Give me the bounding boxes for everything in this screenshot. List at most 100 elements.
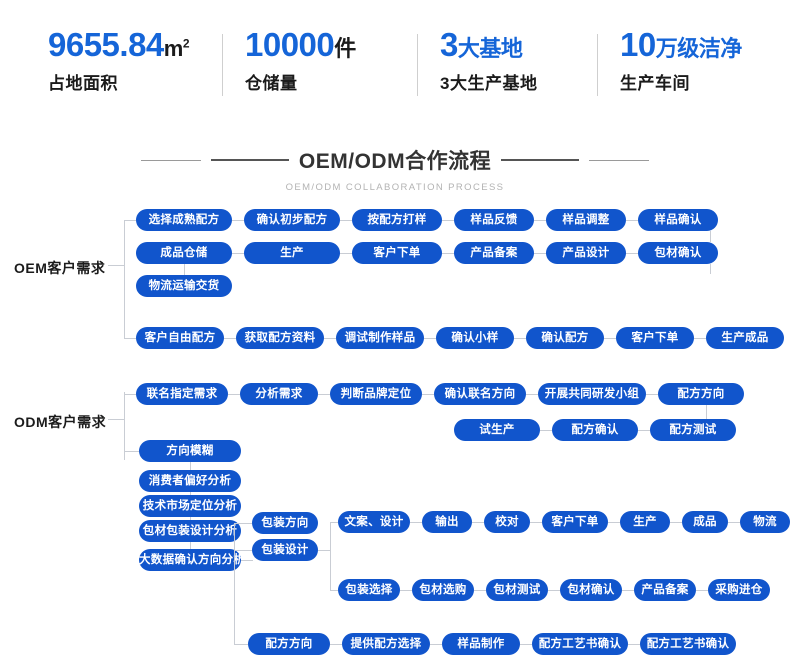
odm-material-node-5[interactable]: 采购进仓 [708, 579, 770, 601]
odm-pack-node-link-4 [670, 522, 682, 523]
odm-row1-node-3[interactable]: 确认联名方向 [434, 383, 526, 405]
odm-material-node-link-3 [622, 590, 634, 591]
stat-divider-1 [417, 34, 418, 96]
odm-material-node-2[interactable]: 包材测试 [486, 579, 548, 601]
odm-material-node-4[interactable]: 产品备案 [634, 579, 696, 601]
oem-row4-node-0[interactable]: 客户自由配方 [136, 327, 224, 349]
odm-row1-node-0[interactable]: 联名指定需求 [136, 383, 228, 405]
odm-label-stub [108, 419, 124, 420]
odm-material-node-3[interactable]: 包材确认 [560, 579, 622, 601]
odm-row1-node-1[interactable]: 分析需求 [240, 383, 318, 405]
odm-row1-stub [124, 394, 136, 395]
stat-unit-1: 件 [334, 36, 356, 61]
odm-formula-node-2[interactable]: 样品制作 [442, 633, 520, 655]
odm-pack-node-1[interactable]: 输出 [422, 511, 472, 533]
stat-superscript-0: 2 [182, 36, 190, 51]
title-rule-right-thin [589, 159, 650, 161]
odm-material-node-link-4 [696, 590, 708, 591]
stat-value-2: 3大基地 [440, 28, 537, 61]
oem-row4-node-link-2 [424, 338, 436, 339]
odm-mid-node-1[interactable]: 包装设计 [252, 539, 318, 561]
odm-row2-link-1 [638, 430, 650, 431]
oem-row2-node-2[interactable]: 客户下单 [352, 242, 442, 264]
oem-row2-node-5[interactable]: 包材确认 [638, 242, 718, 264]
oem-row4-node-1[interactable]: 获取配方资料 [236, 327, 324, 349]
odm-material-node-link-2 [548, 590, 560, 591]
odm-row2-node-0[interactable]: 试生产 [454, 419, 540, 441]
stat-caption-0: 占地面积 [48, 74, 118, 93]
oem-row1-node-2[interactable]: 按配方打样 [352, 209, 442, 231]
odm-row1-node-link-3 [526, 394, 538, 395]
oem-row2-node-4[interactable]: 产品设计 [546, 242, 626, 264]
oem-row1-node-link-2 [442, 220, 454, 221]
oem-r2-r3-link [184, 264, 185, 275]
oem-row4-node-3[interactable]: 确认小样 [436, 327, 514, 349]
oem-row4-node-4[interactable]: 确认配方 [526, 327, 604, 349]
oem-row1-node-4[interactable]: 样品调整 [546, 209, 626, 231]
oem-row1-node-0[interactable]: 选择成熟配方 [136, 209, 232, 231]
odm-pack-node-0[interactable]: 文案、设计 [338, 511, 410, 533]
odm-formula-link [706, 405, 707, 419]
odm-row2-link-0 [540, 430, 552, 431]
odm-mid-node-0[interactable]: 包装方向 [252, 512, 318, 534]
odm-row2-node-1[interactable]: 配方确认 [552, 419, 638, 441]
odm-formula-node-link-3 [628, 644, 640, 645]
odm-stack-node-4[interactable]: 大数据确认方向分析 [139, 549, 245, 571]
oem-row1-node-5[interactable]: 样品确认 [638, 209, 718, 231]
odm-material-node-0[interactable]: 包装选择 [338, 579, 400, 601]
odm-mid-stub-0 [234, 523, 252, 524]
title-rule-left-thin [140, 159, 201, 161]
oem-row4-node-6[interactable]: 生产成品 [706, 327, 784, 349]
odm-pack-node-4[interactable]: 生产 [620, 511, 670, 533]
stat-unit-3: 万级洁净 [655, 36, 743, 61]
oem-row1-node-link-0 [232, 220, 244, 221]
title-rule-right [501, 159, 580, 161]
odm-stack-node-3[interactable]: 包材包装设计分析 [139, 520, 241, 542]
odm-row1-node-link-4 [646, 394, 658, 395]
odm-material-node-1[interactable]: 包材选购 [412, 579, 474, 601]
odm-pack-node-3[interactable]: 客户下单 [542, 511, 608, 533]
stat-caption-2: 3大生产基地 [440, 74, 538, 93]
odm-stack-link-2 [190, 517, 191, 520]
odm-row1-node-5[interactable]: 配方方向 [658, 383, 744, 405]
odm-trunk [124, 392, 125, 460]
odm-pack-node-6[interactable]: 物流 [740, 511, 790, 533]
oem-row2-node-3[interactable]: 产品备案 [454, 242, 534, 264]
odm-formula-node-4[interactable]: 配方工艺书确认 [640, 633, 736, 655]
oem-row1-node-1[interactable]: 确认初步配方 [244, 209, 340, 231]
oem-trunk [124, 220, 125, 338]
odm-branch-stub-bottom [330, 590, 338, 591]
odm-row2-node-2[interactable]: 配方测试 [650, 419, 736, 441]
odm-stack-node-2[interactable]: 技术市场定位分析 [139, 495, 241, 517]
odm-pack-node-link-2 [530, 522, 542, 523]
odm-pack-node-link-3 [608, 522, 620, 523]
oem-row4-node-link-3 [514, 338, 526, 339]
oem-row2-node-link-4 [626, 253, 638, 254]
oem-label-stub [108, 265, 124, 266]
odm-formula-node-1[interactable]: 提供配方选择 [342, 633, 430, 655]
stat-caption-1: 仓储量 [245, 74, 298, 93]
odm-stack-node-1[interactable]: 消费者偏好分析 [139, 470, 241, 492]
stat-number-1: 10000 [245, 26, 335, 63]
oem-row2-node-1[interactable]: 生产 [244, 242, 340, 264]
oem-row3-node-0[interactable]: 物流运输交货 [136, 275, 232, 297]
oem-row4-node-2[interactable]: 调试制作样品 [336, 327, 424, 349]
odm-formula-node-0[interactable]: 配方方向 [248, 633, 330, 655]
oem-row4-node-link-1 [324, 338, 336, 339]
oem-row2-node-0[interactable]: 成品仓储 [136, 242, 232, 264]
odm-pack-node-link-1 [472, 522, 484, 523]
odm-pack-node-5[interactable]: 成品 [682, 511, 728, 533]
stat-value-1: 10000件 [245, 28, 356, 61]
oem-row1-node-3[interactable]: 样品反馈 [454, 209, 534, 231]
odm-pack-node-link-0 [410, 522, 422, 523]
stat-number-2: 3 [440, 26, 458, 63]
oem-row2-node-link-3 [534, 253, 546, 254]
oem-row1-node-link-4 [626, 220, 638, 221]
odm-pack-node-2[interactable]: 校对 [484, 511, 530, 533]
odm-row1-node-4[interactable]: 开展共同研发小组 [538, 383, 646, 405]
oem-row4-node-link-4 [604, 338, 616, 339]
oem-row4-node-5[interactable]: 客户下单 [616, 327, 694, 349]
odm-stack-node-0[interactable]: 方向模糊 [139, 440, 241, 462]
odm-formula-node-3[interactable]: 配方工艺书确认 [532, 633, 628, 655]
odm-row1-node-2[interactable]: 判断品牌定位 [330, 383, 422, 405]
